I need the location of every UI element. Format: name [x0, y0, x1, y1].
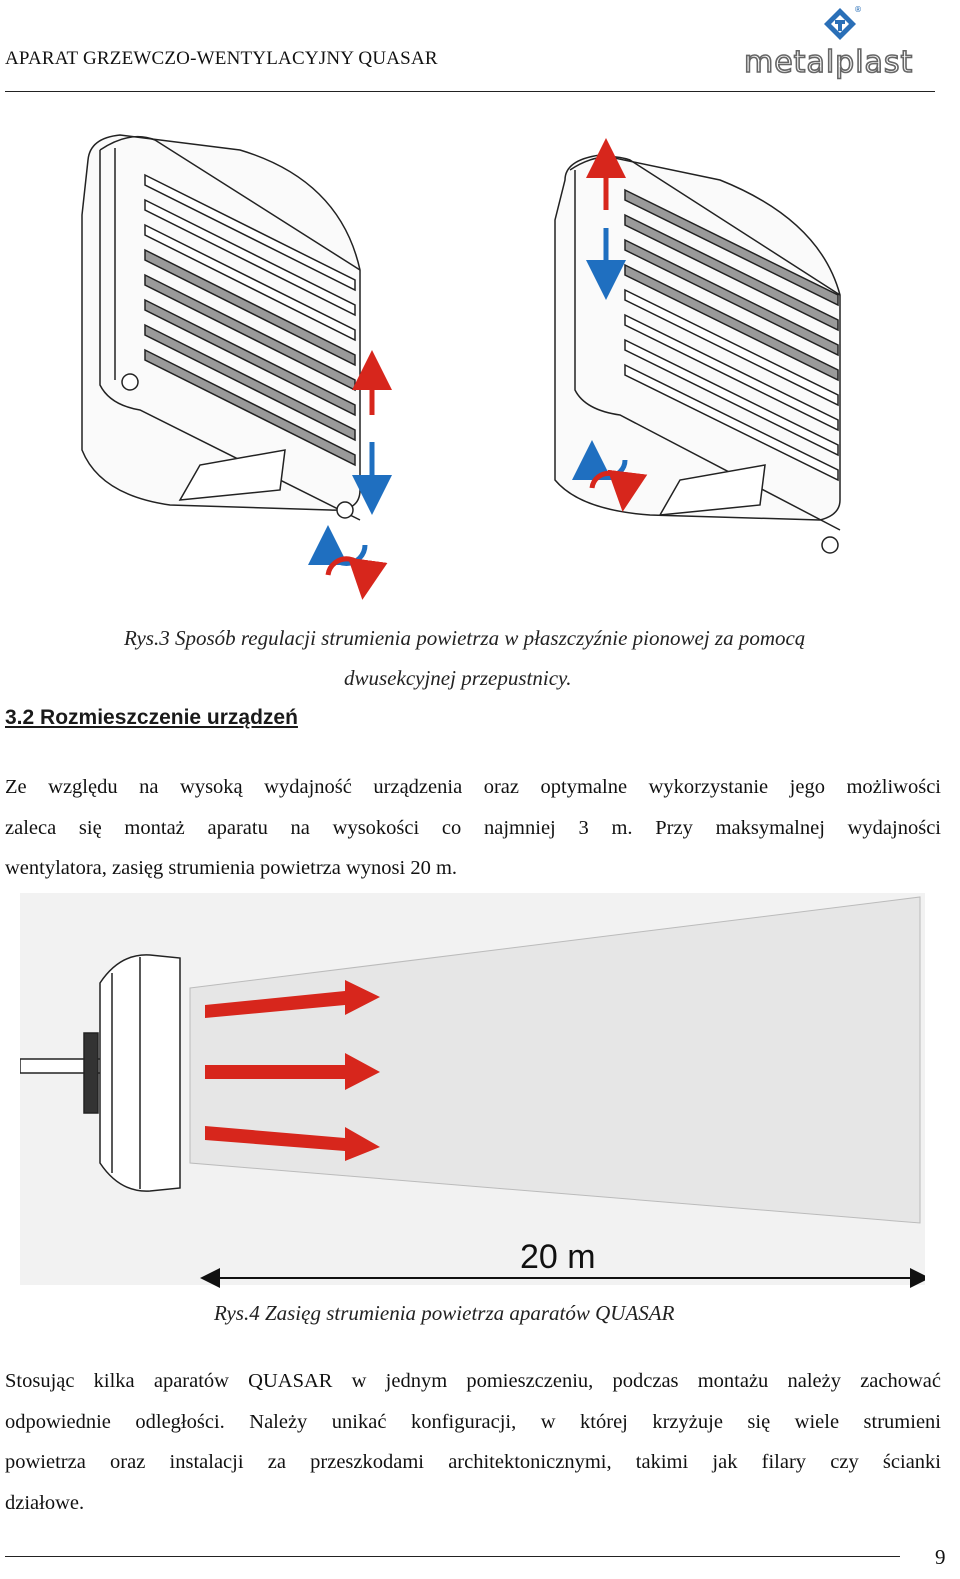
paragraph-placement: Ze względu na wysoką wydajność urządzeni…	[5, 767, 941, 889]
figure-3-caption-line-1: Rys.3 Sposób regulacji strumienia powiet…	[124, 626, 806, 650]
rotation-red-icon	[325, 556, 388, 600]
paragraph-2-line: odpowiednie odległości. Należy unikać ko…	[5, 1410, 941, 1433]
heater-side-view	[20, 954, 181, 1192]
heater-right-drawing	[554, 154, 841, 554]
paragraph-1-line: wentylatora, zasięg strumienia powietrza…	[5, 857, 458, 879]
paragraph-2-line: powietrza oraz instalacji za przeszkodam…	[5, 1451, 941, 1473]
logo-mark-icon	[824, 8, 856, 40]
figure-3-illustration	[60, 120, 880, 620]
air-flow-arrow-red	[205, 980, 380, 1018]
paragraph-2-line: działowe.	[5, 1491, 85, 1514]
rotation-blue-icon	[308, 525, 368, 566]
paragraph-1-line: zaleca się montaż aparatu na wysokości c…	[5, 816, 941, 839]
header-divider	[5, 91, 935, 92]
paragraph-2-line: Stosując kilka aparatów QUASAR w jednym …	[5, 1370, 941, 1392]
air-jet-cone	[189, 896, 921, 1224]
paragraph-multiple-units: Stosując kilka aparatów QUASAR w jednym …	[5, 1361, 941, 1523]
figure-4-caption: Rys.4 Zasięg strumienia powietrza aparat…	[214, 1301, 675, 1325]
louvers-left	[144, 173, 356, 467]
paragraph-1-line: Ze względu na wysoką wydajność urządzeni…	[5, 776, 941, 798]
air-flow-arrow-red	[205, 1126, 380, 1161]
heater-left-drawing	[81, 134, 361, 521]
rotation-red-icon-right	[589, 469, 648, 512]
document-header-title: APARAT GRZEWCZO-WENTYLACYJNY QUASAR	[5, 48, 438, 69]
logo-wordmark: metalplast	[744, 45, 913, 80]
figure-4-illustration: 20 m	[20, 893, 925, 1293]
page-number: 9	[935, 1545, 946, 1569]
section-heading: 3.2 Rozmieszczenie urządzeń	[5, 706, 298, 729]
footer-divider	[5, 1556, 900, 1557]
logo-registered-mark: ®	[854, 5, 862, 14]
figure-3-caption-line-2: dwusekcyjnej przepustnicy.	[344, 666, 572, 690]
louvers-right	[624, 188, 839, 482]
air-flow-arrows-red	[205, 980, 380, 1161]
air-flow-arrow-red	[205, 1053, 380, 1090]
metalplast-logo: ® metalplast	[742, 2, 942, 82]
distance-label: 20 m	[520, 1238, 596, 1276]
